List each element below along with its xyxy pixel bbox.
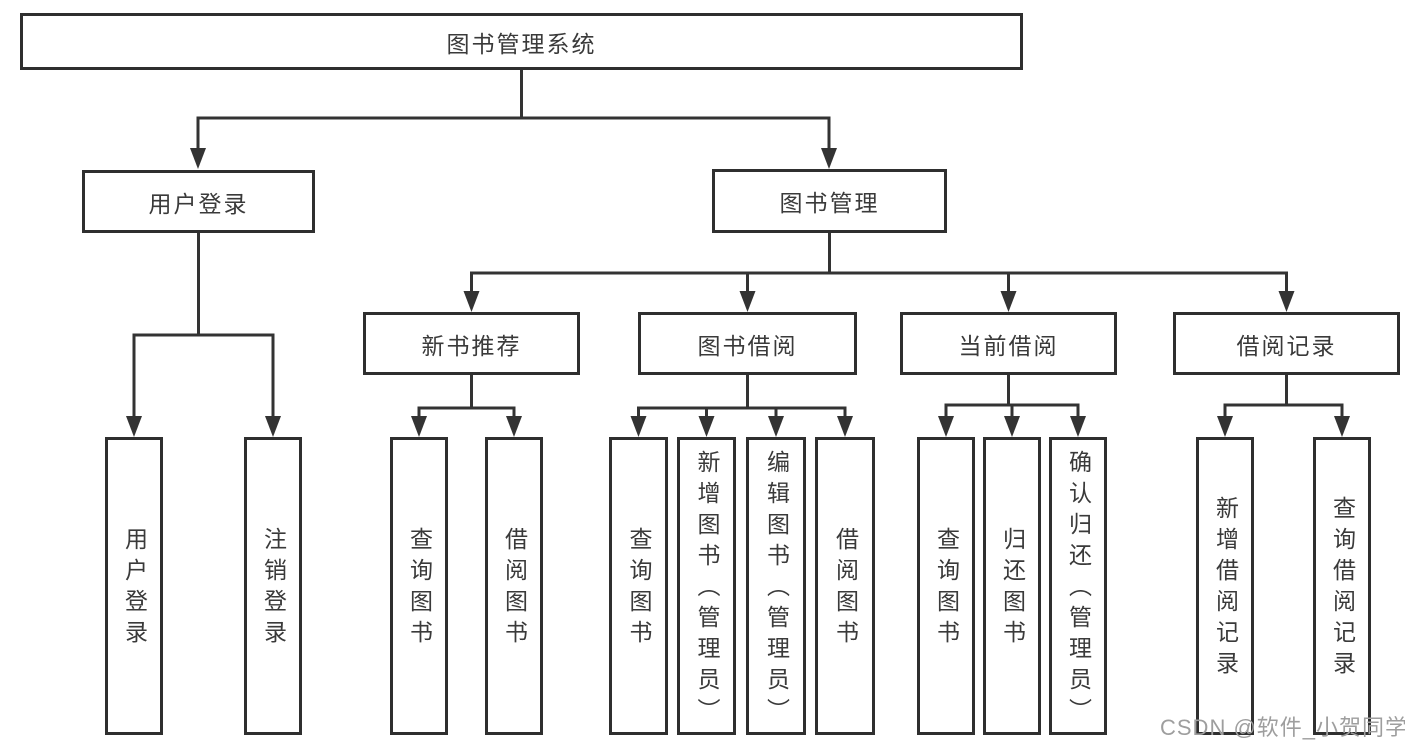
leaf-user-login: 用户登录 (105, 437, 163, 735)
leaf-bb-edit-books-admin: 编辑图书（管理员） (746, 437, 806, 735)
leaf-br-query-record: 查询借阅记录 (1313, 437, 1371, 735)
leaf-cb-return-books: 归还图书 (983, 437, 1041, 735)
node-current-borrow: 当前借阅 (900, 312, 1117, 375)
leaf-br-add-record: 新增借阅记录 (1196, 437, 1254, 735)
leaf-bb-add-books-admin: 新增图书（管理员） (677, 437, 736, 735)
node-root: 图书管理系统 (20, 13, 1023, 70)
watermark: CSDN @软件_小贺同学 (1160, 715, 1405, 740)
leaf-cb-query-books: 查询图书 (917, 437, 975, 735)
node-borrow-records: 借阅记录 (1173, 312, 1400, 375)
leaf-logout: 注销登录 (244, 437, 302, 735)
node-user-login: 用户登录 (82, 170, 315, 233)
node-new-book-recommend: 新书推荐 (363, 312, 580, 375)
leaf-nb-query-books: 查询图书 (390, 437, 448, 735)
leaf-bb-borrow-books: 借阅图书 (815, 437, 875, 735)
leaf-cb-confirm-return-admin: 确认归还（管理员） (1049, 437, 1107, 735)
node-book-borrow: 图书借阅 (638, 312, 857, 375)
leaf-bb-query-books: 查询图书 (609, 437, 668, 735)
leaf-nb-borrow-books: 借阅图书 (485, 437, 543, 735)
node-book-management: 图书管理 (712, 169, 947, 233)
